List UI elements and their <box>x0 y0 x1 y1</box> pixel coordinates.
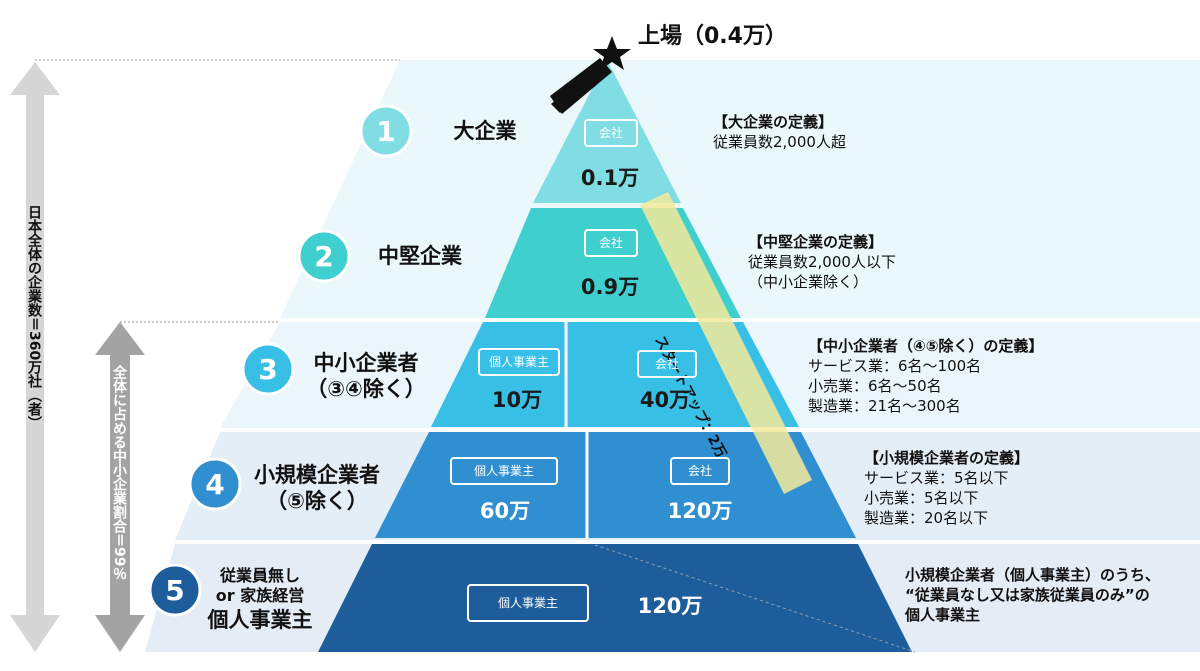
level1-name: 大企業 <box>453 119 517 143</box>
tier-level5 <box>318 544 912 652</box>
band-level1-2 <box>280 60 1200 318</box>
level4-company-value: 120万 <box>667 499 733 523</box>
total-arrow <box>10 62 60 652</box>
level3-name: 中小企業者 （③④除く） <box>306 351 426 402</box>
level3-company-badge: 会社 <box>637 350 697 378</box>
level5-sole-prop-badge: 個人事業主 <box>467 584 589 622</box>
level5-definition: 小規模企業者（個人事業主）のうち、 “従業員なし又は家族従業員のみ”の 個人事業… <box>905 566 1161 624</box>
level2-definition: 【中堅企業の定義】 従業員数2,000人以下 （中小企業除く） <box>748 233 896 291</box>
shooting-star-icon <box>550 36 631 114</box>
level4-name: 小規模企業者 （⑤除く） <box>254 463 380 514</box>
level3-sole-prop-value: 10万 <box>491 388 543 412</box>
level1-value: 0.1万 <box>580 166 640 190</box>
level3-company-value: 40万 <box>639 388 691 412</box>
level4-company-badge: 会社 <box>670 457 730 485</box>
ipo-label: 上場（0.4万） <box>638 24 787 49</box>
level4-definition: 【小規模企業者の定義】 サービス業：5名以下 小売業：5名以下 製造業：20名以… <box>864 449 1030 527</box>
startup-band <box>640 192 812 494</box>
level5-number: 5 <box>165 574 185 607</box>
level2-name: 中堅企業 <box>378 244 462 268</box>
level1-definition: 【大企業の定義】 従業員数2,000人超 <box>713 113 846 151</box>
level4-sole-prop-badge: 個人事業主 <box>450 457 558 485</box>
level2-badge: 会社 <box>584 229 638 257</box>
level3-sole-prop-badge: 個人事業主 <box>478 348 560 376</box>
level1-number: 1 <box>376 115 396 148</box>
level3-number: 3 <box>258 353 278 386</box>
level5-name: 従業員無し or 家族経営 個人事業主 <box>207 566 313 632</box>
level2-number: 2 <box>314 240 334 273</box>
level4-number: 4 <box>205 468 225 501</box>
level4-sole-prop-value: 60万 <box>479 499 531 523</box>
level1-badge: 会社 <box>584 119 638 147</box>
level3-definition: 【中小企業者（④⑤除く）の定義】 サービス業：6名～100名 小売業：6名～50… <box>808 337 1044 415</box>
level2-value: 0.9万 <box>580 275 640 299</box>
level5-sole-prop-value: 120万 <box>637 594 703 618</box>
sme-share-label: 全体に占める中小企業割合＝99％ <box>111 365 127 581</box>
total-companies-label: 日本全体の企業数＝360万社（者） <box>26 205 42 431</box>
level-circles <box>148 104 413 617</box>
sme-arrow <box>95 322 145 652</box>
tier-level1 <box>533 60 681 203</box>
